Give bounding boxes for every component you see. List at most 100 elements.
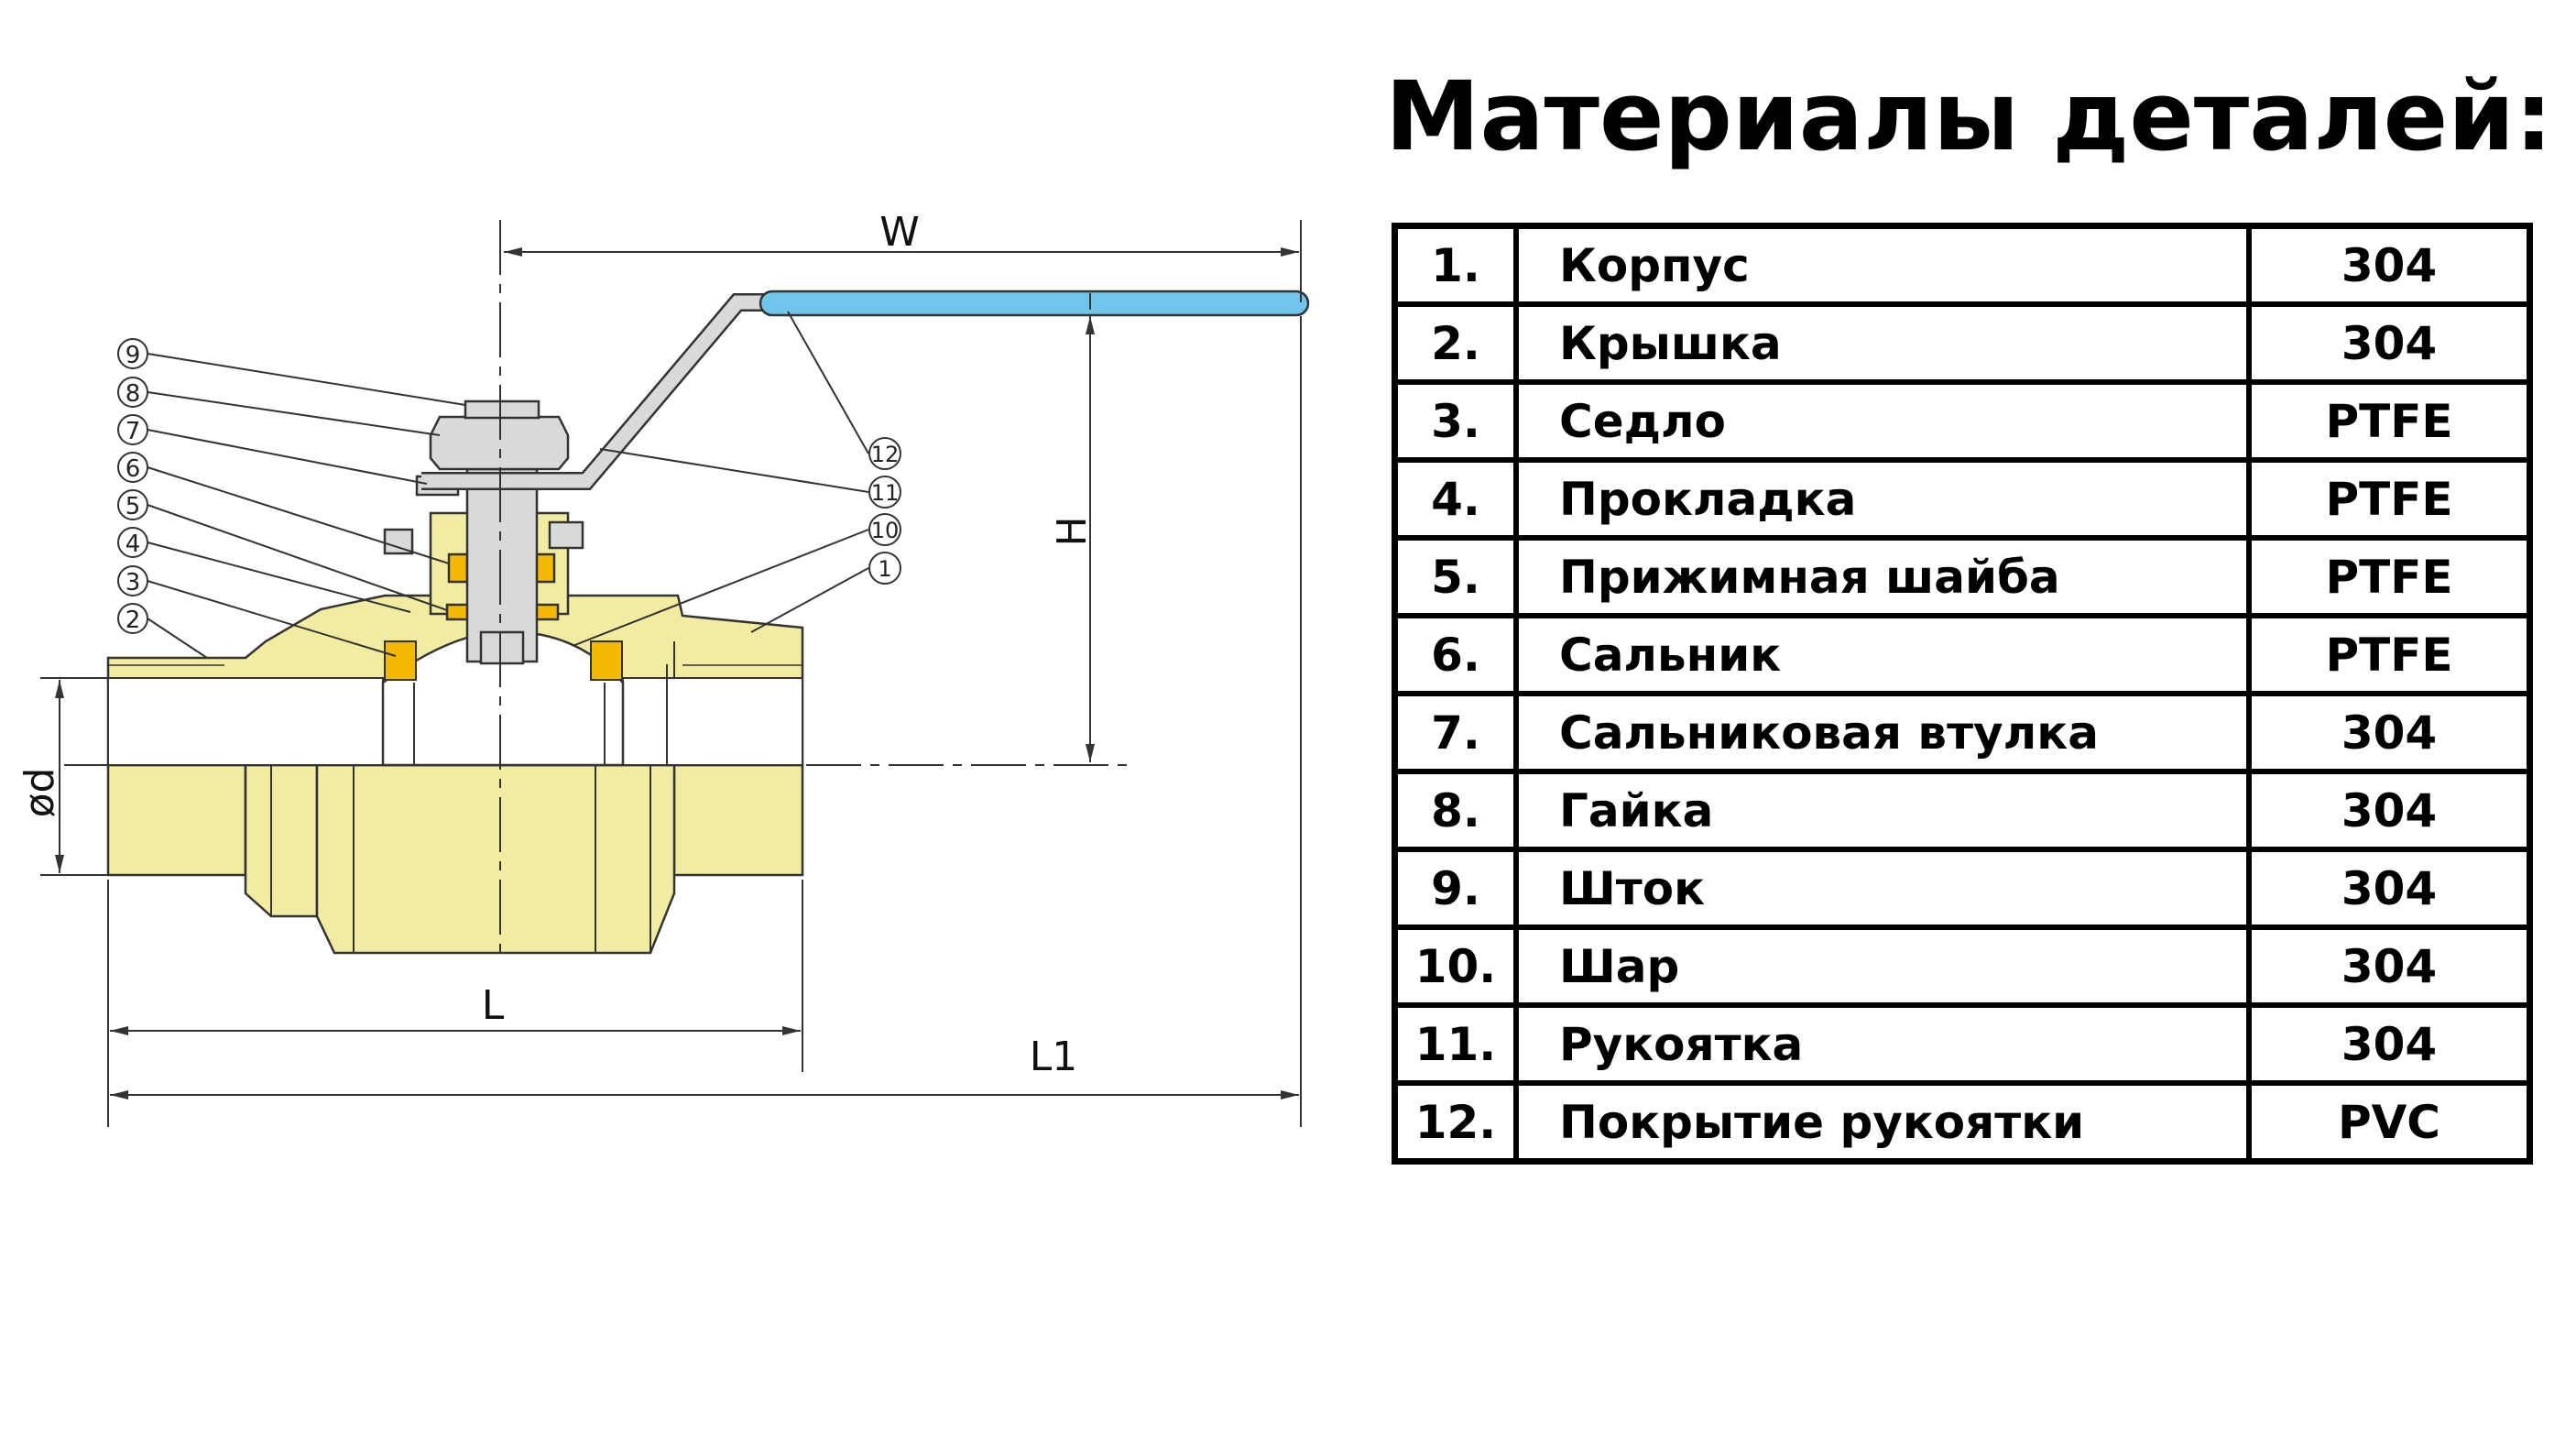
callout-7: 7 bbox=[117, 414, 148, 445]
part-name: Гайка bbox=[1513, 769, 2252, 852]
part-material: 304 bbox=[2246, 1002, 2533, 1086]
right-end-pipe bbox=[672, 763, 804, 877]
svg-text:8: 8 bbox=[126, 380, 141, 408]
svg-text:6: 6 bbox=[126, 455, 141, 483]
part-number: 1. bbox=[1392, 223, 1519, 307]
label-l: L bbox=[482, 982, 505, 1029]
handle-cover bbox=[759, 290, 1310, 317]
part-number: 6. bbox=[1392, 613, 1519, 696]
part-material: PTFE bbox=[2246, 613, 2533, 696]
left-hex-section bbox=[244, 763, 319, 918]
center-body bbox=[315, 763, 676, 955]
label-l1: L1 bbox=[1030, 1034, 1078, 1080]
label-h: H bbox=[1049, 516, 1096, 546]
part-number: 10. bbox=[1392, 924, 1519, 1008]
svg-text:4: 4 bbox=[126, 531, 141, 558]
hex-nut bbox=[429, 415, 570, 471]
label-d: ød bbox=[16, 768, 63, 818]
part-number: 8. bbox=[1392, 769, 1519, 852]
seat-right bbox=[590, 640, 623, 681]
svg-text:7: 7 bbox=[126, 418, 141, 445]
part-number: 11. bbox=[1392, 1002, 1519, 1086]
nut-top bbox=[464, 399, 540, 420]
stem bbox=[465, 467, 539, 663]
part-material: PTFE bbox=[2246, 535, 2533, 618]
part-number: 3. bbox=[1392, 379, 1519, 463]
part-number: 9. bbox=[1392, 847, 1519, 930]
washer-left bbox=[445, 603, 471, 621]
svg-text:1: 1 bbox=[878, 556, 891, 582]
part-name: Покрытие рукоятки bbox=[1513, 1080, 2252, 1165]
svg-text:5: 5 bbox=[126, 493, 141, 520]
part-material: 304 bbox=[2246, 769, 2533, 852]
part-number: 7. bbox=[1392, 691, 1519, 774]
gland-left bbox=[447, 552, 469, 584]
part-number: 5. bbox=[1392, 535, 1519, 618]
bore-right bbox=[622, 677, 803, 766]
left-end-pipe bbox=[106, 763, 247, 877]
callout-8: 8 bbox=[117, 377, 148, 408]
part-name: Прижимная шайба bbox=[1513, 535, 2252, 618]
handle bbox=[421, 290, 1310, 490]
svg-text:9: 9 bbox=[126, 342, 141, 369]
callout-1: 1 bbox=[868, 552, 901, 585]
part-material: PTFE bbox=[2246, 379, 2533, 463]
page-title: Материалы деталей: bbox=[1385, 60, 2553, 172]
part-material: 304 bbox=[2246, 301, 2533, 385]
part-name: Шток bbox=[1513, 847, 2252, 930]
label-w: W bbox=[879, 209, 920, 256]
callout-2: 2 bbox=[117, 603, 148, 634]
part-name: Рукоятка bbox=[1513, 1002, 2252, 1086]
callout-5: 5 bbox=[117, 489, 148, 520]
gland-right bbox=[534, 552, 556, 584]
part-name: Корпус bbox=[1513, 223, 2252, 307]
part-material: PTFE bbox=[2246, 457, 2533, 541]
svg-text:2: 2 bbox=[126, 607, 141, 634]
callouts-left: 9 8 7 6 5 4 3 2 bbox=[117, 338, 148, 634]
part-name: Шар bbox=[1513, 924, 2252, 1008]
part-number: 2. bbox=[1392, 301, 1519, 385]
callout-12: 12 bbox=[868, 437, 901, 470]
callout-11: 11 bbox=[868, 476, 901, 509]
seat-left bbox=[384, 640, 417, 681]
callouts-right: 12 11 10 1 bbox=[868, 437, 901, 585]
svg-text:11: 11 bbox=[871, 480, 900, 506]
part-material: 304 bbox=[2246, 847, 2533, 930]
part-number: 4. bbox=[1392, 457, 1519, 541]
svg-text:10: 10 bbox=[871, 518, 900, 543]
bushing-right bbox=[548, 520, 584, 550]
stem-tip bbox=[479, 630, 525, 665]
svg-text:12: 12 bbox=[871, 442, 900, 467]
callout-10: 10 bbox=[868, 513, 901, 546]
part-name: Крышка bbox=[1513, 301, 2252, 385]
callout-9: 9 bbox=[117, 338, 148, 369]
svg-text:3: 3 bbox=[126, 569, 141, 596]
part-name: Сальниковая втулка bbox=[1513, 691, 2252, 774]
callout-4: 4 bbox=[117, 527, 148, 558]
part-material: PVC bbox=[2246, 1080, 2533, 1165]
part-name: Седло bbox=[1513, 379, 2252, 463]
part-name: Прокладка bbox=[1513, 457, 2252, 541]
part-name: Сальник bbox=[1513, 613, 2252, 696]
washer-right bbox=[534, 603, 560, 621]
part-material: 304 bbox=[2246, 223, 2533, 307]
part-material: 304 bbox=[2246, 691, 2533, 774]
part-material: 304 bbox=[2246, 924, 2533, 1008]
part-number: 12. bbox=[1392, 1080, 1519, 1165]
callout-3: 3 bbox=[117, 565, 148, 596]
callout-6: 6 bbox=[117, 452, 148, 483]
